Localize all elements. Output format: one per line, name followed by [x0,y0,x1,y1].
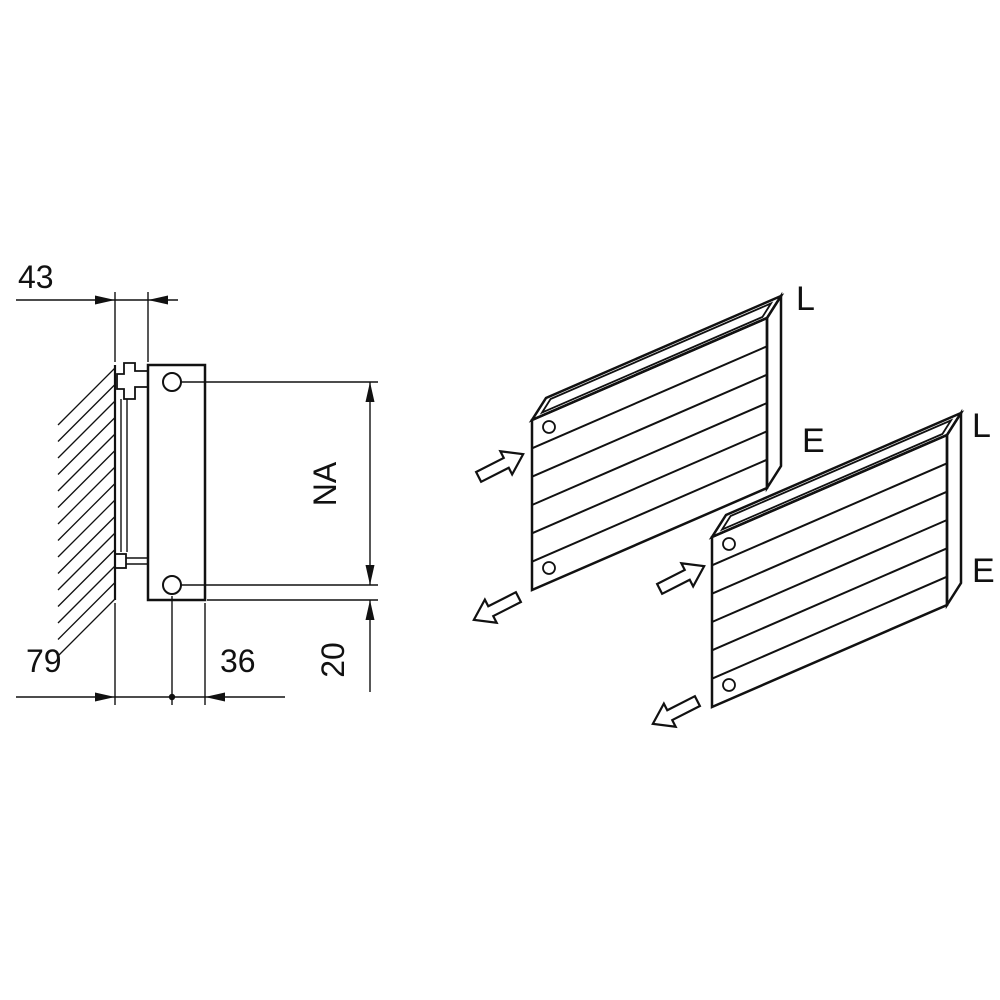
connection-labels: L E L E [796,280,995,590]
radiator-side-face [765,291,783,493]
radiator-side-face [945,408,963,610]
arrowhead [365,382,375,402]
flow-arrow-in-top [474,449,525,484]
top-grille [719,418,954,532]
bracket-screw [114,553,127,569]
airflow-arrows [472,449,706,729]
flow-arrow-out-bottom [651,694,702,729]
slat-line [531,430,768,535]
mounting-hole [722,678,736,692]
label-e-grille-top: E [972,552,995,590]
dim-label-36: 36 [220,643,256,679]
slat-line [531,345,768,450]
radiator-iso-grille-top [708,408,965,709]
slat-line [531,402,768,506]
slat-line [711,519,948,623]
mounting-hole [542,561,556,575]
arrowhead [148,295,168,305]
dim-label-79: 79 [26,643,62,679]
radiator-iso-open-top [528,291,785,592]
slat-line [711,462,948,567]
slat-line [531,373,768,478]
pipe-connection-top [162,372,182,392]
arrowhead [95,295,115,305]
wall-hatch [57,365,117,657]
flow-arrow-out-top [472,590,523,625]
flow-arrow-in-bottom [655,561,706,596]
radiator-cross-section [146,363,207,602]
arrowhead [95,692,115,702]
slat-line [711,490,948,595]
arrowhead [205,692,225,702]
slat-line [531,458,768,563]
slat-line [711,547,948,652]
label-l-open-top: L [796,280,815,318]
dimension-43: 43 [16,259,178,362]
dimension-79-36: 79 36 [16,596,285,705]
mounting-hole [542,420,556,434]
label-l-grille-top: L [972,407,991,445]
arrowhead [365,600,375,620]
dim-label-na: NA [307,461,343,506]
pipe-connection-bottom [162,575,182,595]
top-opening-slot [539,301,774,415]
slat-line [711,575,948,680]
arrowhead [365,565,375,585]
dimension-na-20: NA 20 [181,381,378,692]
mounting-bracket [114,362,148,569]
dimension-dot [168,693,176,701]
dim-label-20: 20 [315,642,351,678]
dim-label-43: 43 [18,259,54,295]
label-e-open-top: E [802,422,825,460]
mounting-hole [722,537,736,551]
